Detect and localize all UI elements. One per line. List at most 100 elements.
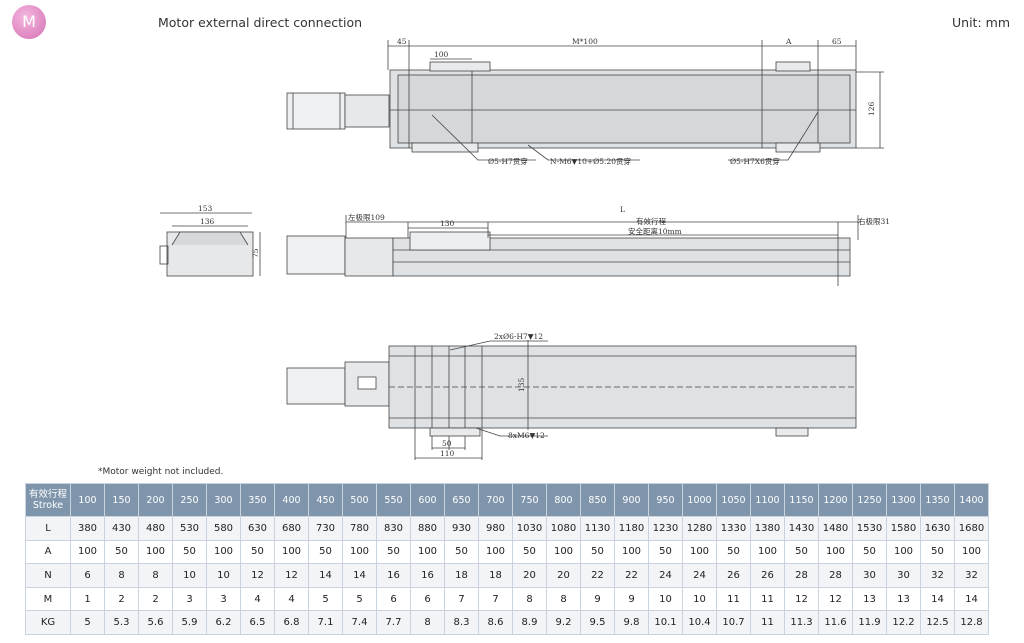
table-cell: 100 <box>886 539 921 565</box>
stroke-col-header: 300 <box>206 483 241 517</box>
table-cell: 14 <box>308 563 343 588</box>
weight-note: *Motor weight not included. <box>98 467 224 477</box>
table-cell: 26 <box>750 563 785 588</box>
table-cell: 11 <box>716 586 751 612</box>
table-cell: 13 <box>886 586 921 612</box>
table-cell: 1130 <box>580 516 615 541</box>
table-cell: 6.2 <box>206 610 241 635</box>
table-cell: 1580 <box>886 516 921 541</box>
table-cell: 50 <box>648 539 683 565</box>
table-cell: 10.1 <box>648 610 683 635</box>
table-cell: 5.9 <box>172 610 207 635</box>
dim-50: 50 <box>442 439 452 448</box>
stroke-col-header: 850 <box>580 483 615 517</box>
row-label: N <box>25 563 71 588</box>
table-cell: 7 <box>478 586 513 612</box>
table-cell: 11 <box>750 610 785 635</box>
table-cell: 100 <box>274 539 309 565</box>
table-cell: 100 <box>206 539 241 565</box>
table-cell: 1480 <box>818 516 853 541</box>
bottom-view <box>286 340 857 460</box>
table-cell: 100 <box>70 539 105 565</box>
callout-thread-holes: 8xM6▼12 <box>508 431 545 440</box>
stroke-col-header: 1100 <box>750 483 785 517</box>
table-cell: 3 <box>172 586 207 612</box>
table-cell: 8 <box>546 586 581 612</box>
table-cell: 8.6 <box>478 610 513 635</box>
dim-75: 75 <box>251 248 260 258</box>
table-cell: 50 <box>852 539 887 565</box>
table-cell: 2 <box>138 586 173 612</box>
stroke-col-header: 150 <box>104 483 139 517</box>
dim-l: L <box>620 205 625 214</box>
table-cell: 1 <box>70 586 105 612</box>
table-cell: 32 <box>954 563 989 588</box>
table-cell: 7 <box>444 586 479 612</box>
callout-pin-hole-2: Ø5-H7X6贯穿 <box>730 156 780 166</box>
table-cell: 50 <box>716 539 751 565</box>
row-label: M <box>25 586 71 612</box>
dim-135: 135 <box>517 377 526 392</box>
table-cell: 10.7 <box>716 610 751 635</box>
table-cell: 12 <box>818 586 853 612</box>
table-cell: 6 <box>410 586 445 612</box>
table-cell: 5 <box>308 586 343 612</box>
stroke-col-header: 1250 <box>852 483 887 517</box>
table-cell: 4 <box>274 586 309 612</box>
table-cell: 8 <box>138 563 173 588</box>
table-cell: 11.3 <box>784 610 819 635</box>
table-cell: 9.2 <box>546 610 581 635</box>
table-cell: 100 <box>682 539 717 565</box>
stroke-col-header: 1050 <box>716 483 751 517</box>
table-cell: 12.2 <box>886 610 921 635</box>
dim-126: 126 <box>867 101 876 116</box>
table-cell: 100 <box>954 539 989 565</box>
table-cell: 26 <box>716 563 751 588</box>
table-cell: 930 <box>444 516 479 541</box>
stroke-col-header: 700 <box>478 483 513 517</box>
stroke-col-header: 450 <box>308 483 343 517</box>
dim-110: 110 <box>440 449 455 458</box>
stroke-col-header: 1350 <box>920 483 955 517</box>
table-cell: 10 <box>682 586 717 612</box>
table-cell: 14 <box>342 563 377 588</box>
table-cell: 24 <box>648 563 683 588</box>
table-cell: 100 <box>546 539 581 565</box>
table-cell: 20 <box>546 563 581 588</box>
dim-136: 136 <box>200 217 215 226</box>
table-cell: 100 <box>342 539 377 565</box>
table-cell: 10 <box>172 563 207 588</box>
table-cell: 7.1 <box>308 610 343 635</box>
table-cell: 8.9 <box>512 610 547 635</box>
callout-pin-holes: 2xØ6-H7▼12 <box>494 332 543 341</box>
unit-label: Unit: mm <box>952 15 1010 30</box>
table-cell: 50 <box>376 539 411 565</box>
table-cell: 830 <box>376 516 411 541</box>
table-cell: 5 <box>70 610 105 635</box>
table-cell: 1030 <box>512 516 547 541</box>
table-cell: 30 <box>886 563 921 588</box>
table-cell: 5 <box>342 586 377 612</box>
table-cell: 10.4 <box>682 610 717 635</box>
table-cell: 100 <box>410 539 445 565</box>
table-cell: 30 <box>852 563 887 588</box>
table-cell: 32 <box>920 563 955 588</box>
dim-153: 153 <box>198 204 213 213</box>
dim-safe-distance: 安全距离10mm <box>628 226 682 236</box>
table-cell: 1280 <box>682 516 717 541</box>
table-cell: 6 <box>376 586 411 612</box>
dim-65: 65 <box>832 37 842 46</box>
table-cell: 5.6 <box>138 610 173 635</box>
table-cell: 6 <box>70 563 105 588</box>
table-cell: 24 <box>682 563 717 588</box>
table-cell: 8 <box>512 586 547 612</box>
table-cell: 580 <box>206 516 241 541</box>
callout-pin-hole: Ø5-H7贯穿 <box>488 156 528 166</box>
series-badge: M <box>12 5 46 39</box>
table-cell: 1180 <box>614 516 649 541</box>
